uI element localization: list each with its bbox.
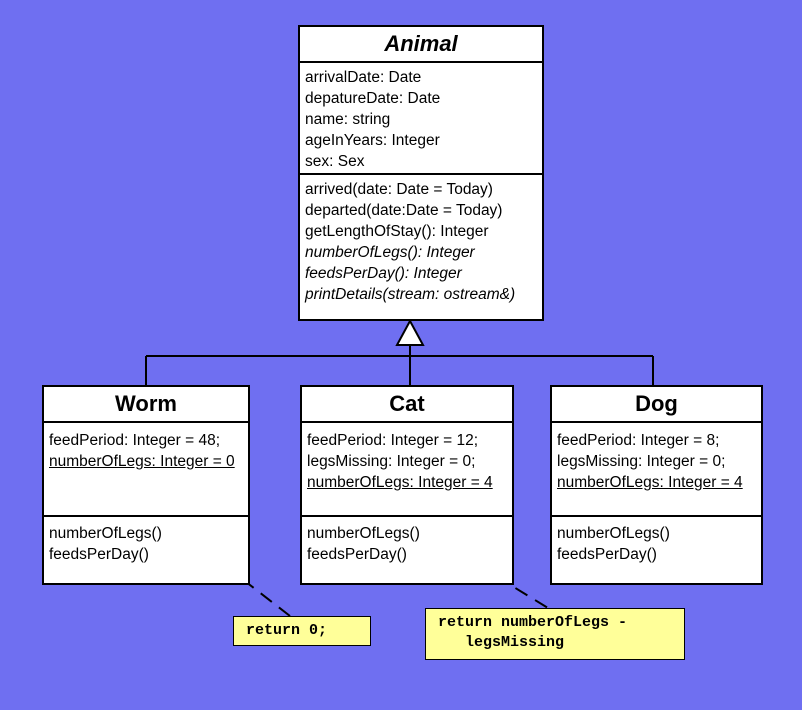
dog-operations: numberOfLegs() feedsPerDay() <box>552 517 761 569</box>
animal-class-name: Animal <box>300 27 542 63</box>
animal-attr: ageInYears: Integer <box>305 132 440 149</box>
dog-class-box: Dog feedPeriod: Integer = 8; legsMissing… <box>550 385 763 585</box>
cat-note: return numberOfLegs - legsMissing <box>425 608 685 660</box>
animal-op: getLengthOfStay(): Integer <box>305 223 489 240</box>
worm-class-box: Worm feedPeriod: Integer = 48; numberOfL… <box>42 385 250 585</box>
animal-op-abstract: numberOfLegs(): Integer <box>305 244 475 261</box>
worm-attributes: feedPeriod: Integer = 48; numberOfLegs: … <box>44 423 248 517</box>
generalization-arrowhead <box>395 318 425 346</box>
dog-op: numberOfLegs() <box>557 525 670 542</box>
cat-class-name: Cat <box>302 387 512 423</box>
cat-attr-static: numberOfLegs: Integer = 4 <box>307 474 493 491</box>
worm-op: feedsPerDay() <box>49 546 149 563</box>
dog-op: feedsPerDay() <box>557 546 657 563</box>
animal-op-abstract: feedsPerDay(): Integer <box>305 265 462 282</box>
animal-op: arrived(date: Date = Today) <box>305 181 493 198</box>
animal-attr: arrivalDate: Date <box>305 69 422 86</box>
worm-note: return 0; <box>233 616 371 646</box>
cat-class-box: Cat feedPeriod: Integer = 12; legsMissin… <box>300 385 514 585</box>
animal-attributes: arrivalDate: Date depatureDate: Date nam… <box>300 63 542 175</box>
animal-operations: arrived(date: Date = Today) departed(dat… <box>300 175 542 309</box>
worm-operations: numberOfLegs() feedsPerDay() <box>44 517 248 569</box>
animal-op: departed(date:Date = Today) <box>305 202 503 219</box>
dog-attributes: feedPeriod: Integer = 8; legsMissing: In… <box>552 423 761 517</box>
dog-attr-static: numberOfLegs: Integer = 4 <box>557 474 743 491</box>
cat-operations: numberOfLegs() feedsPerDay() <box>302 517 512 569</box>
cat-attr: legsMissing: Integer = 0; <box>307 453 476 470</box>
cat-attr: feedPeriod: Integer = 12; <box>307 432 479 449</box>
worm-attr-static: numberOfLegs: Integer = 0 <box>49 453 235 470</box>
worm-op: numberOfLegs() <box>49 525 162 542</box>
cat-attributes: feedPeriod: Integer = 12; legsMissing: I… <box>302 423 512 517</box>
animal-attr: depatureDate: Date <box>305 90 441 107</box>
animal-op-abstract: printDetails(stream: ostream&) <box>305 286 516 303</box>
cat-op: feedsPerDay() <box>307 546 407 563</box>
dog-attr: legsMissing: Integer = 0; <box>557 453 726 470</box>
worm-attr: feedPeriod: Integer = 48; <box>49 432 221 449</box>
animal-class-box: Animal arrivalDate: Date depatureDate: D… <box>298 25 544 321</box>
cat-op: numberOfLegs() <box>307 525 420 542</box>
dog-class-name: Dog <box>552 387 761 423</box>
animal-attr: sex: Sex <box>305 153 365 170</box>
dog-attr: feedPeriod: Integer = 8; <box>557 432 720 449</box>
animal-attr: name: string <box>305 111 391 128</box>
worm-class-name: Worm <box>44 387 248 423</box>
